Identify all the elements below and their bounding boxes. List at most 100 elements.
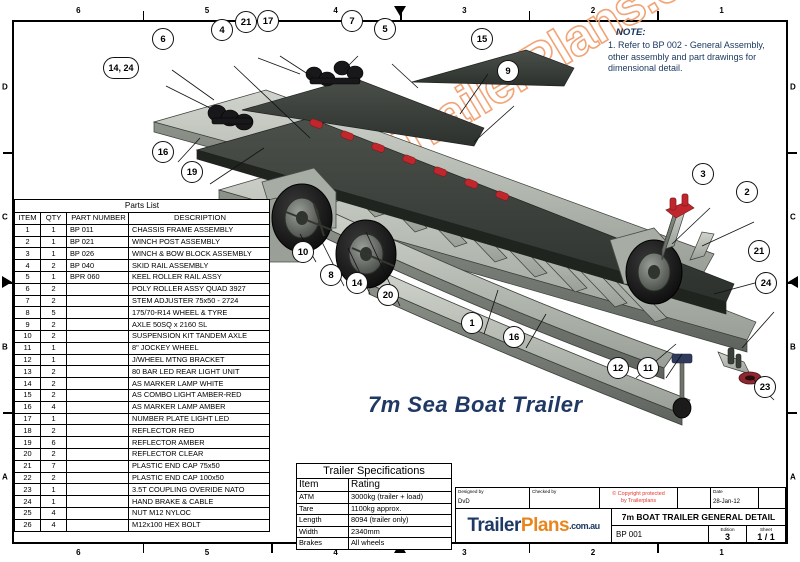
zone-label-left: D — [2, 82, 8, 92]
parts-cell-part — [66, 329, 129, 343]
parts-cell-item: 11 — [14, 341, 41, 355]
callout-bubble: 12 — [607, 357, 629, 379]
parts-col-part-number: PART NUMBER — [66, 212, 129, 225]
edition-value: 3 — [724, 532, 730, 542]
spec-cell-item: Width — [296, 525, 349, 538]
parts-cell-desc: J/WHEEL MTNG BRACKET — [128, 353, 270, 367]
page-title: 7m Sea Boat Trailer — [368, 392, 583, 417]
parts-cell-part: BP 040 — [66, 259, 129, 272]
parts-cell-item: 10 — [14, 329, 41, 343]
callout-bubble: 17 — [257, 10, 279, 32]
parts-cell-part — [66, 495, 129, 508]
parts-cell-part — [66, 506, 129, 520]
parts-cell-qty: 1 — [40, 483, 67, 497]
parts-cell-part: BPR 060 — [66, 270, 129, 284]
checked-by-cell: Checked by — [530, 488, 600, 508]
parts-cell-part — [66, 365, 129, 379]
parts-list-title: Parts List — [14, 199, 270, 213]
logo-trailer: Trailer — [467, 515, 521, 536]
parts-cell-part: BP 021 — [66, 235, 129, 249]
parts-cell-item: 12 — [14, 353, 41, 367]
parts-cell-part — [66, 294, 129, 308]
parts-col-description: DESCRIPTION — [128, 212, 270, 225]
parts-cell-desc: SKID RAIL ASSEMBLY — [128, 259, 270, 272]
zone-tick-top — [657, 11, 659, 20]
spec-cell-rating: 2340mm — [348, 525, 452, 538]
parts-cell-item: 4 — [14, 259, 41, 272]
parts-cell-qty: 1 — [40, 223, 67, 237]
parts-cell-item: 22 — [14, 471, 41, 485]
title-block: Designed by DvD Checked by © Copyright p… — [455, 487, 786, 543]
callout-bubble: 7 — [341, 10, 363, 32]
parts-cell-part — [66, 518, 129, 532]
note-block: NOTE: 1. Refer to BP 002 - General Assem… — [608, 27, 788, 75]
trailer-isometric-drawing — [152, 49, 775, 426]
parts-cell-desc: POLY ROLLER ASSY QUAD 3927 — [128, 282, 270, 296]
spec-cell-item: ATM — [296, 491, 349, 504]
zone-label-right: D — [790, 82, 796, 92]
callout-bubble: 2 — [736, 181, 758, 203]
parts-cell-qty: 6 — [40, 436, 67, 449]
parts-cell-desc: HAND BRAKE & CABLE — [128, 495, 270, 508]
zone-label-top: 4 — [333, 6, 338, 15]
parts-cell-part — [66, 447, 129, 461]
designed-by-cell: Designed by DvD — [456, 488, 530, 508]
parts-cell-item: 6 — [14, 282, 41, 296]
parts-cell-qty: 2 — [40, 294, 67, 308]
parts-cell-desc: NUT M12 NYLOC — [128, 506, 270, 520]
parts-cell-desc: REFLECTOR RED — [128, 424, 270, 438]
parts-cell-desc: REFLECTOR CLEAR — [128, 447, 270, 461]
parts-cell-part — [66, 400, 129, 414]
parts-cell-item: 2 — [14, 235, 41, 249]
parts-cell-item: 26 — [14, 518, 41, 532]
sheet-cell: Sheet 1 / 1 — [747, 526, 785, 543]
parts-cell-desc: REFLECTOR AMBER — [128, 436, 270, 449]
zone-tick-bottom — [142, 544, 145, 553]
copyright-line-1: © Copyright protected — [612, 491, 665, 497]
spec-cell-item: Length — [296, 514, 349, 527]
parts-cell-qty: 4 — [40, 518, 67, 532]
blank-cell-1 — [678, 488, 711, 508]
parts-cell-item: 18 — [14, 424, 41, 438]
parts-cell-part — [66, 341, 129, 355]
spec-col-item: Item — [296, 478, 349, 492]
checked-by-label: Checked by — [532, 489, 557, 494]
callout-bubble: 14 — [346, 272, 368, 294]
parts-list-header-row: ITEM QTY PART NUMBER DESCRIPTION — [14, 212, 270, 225]
sheet-label: Sheet — [759, 527, 772, 532]
callout-bubble: 20 — [377, 284, 399, 306]
parts-cell-item: 17 — [14, 412, 41, 426]
parts-cell-qty: 4 — [40, 506, 67, 520]
zone-label-right: C — [790, 212, 796, 222]
parts-cell-item: 9 — [14, 318, 41, 331]
zone-label-bottom: 2 — [590, 548, 596, 557]
parts-cell-item: 25 — [14, 506, 41, 520]
parts-cell-qty: 2 — [40, 447, 67, 461]
spec-cell-rating: 3000kg (trailer + load) — [348, 491, 452, 504]
parts-cell-qty: 1 — [40, 235, 67, 249]
parts-cell-desc: STEM ADJUSTER 75x50 - 2724 — [128, 294, 270, 308]
note-line-1: 1. Refer to BP 002 - General Assembly, — [608, 40, 765, 50]
parts-cell-item: 15 — [14, 388, 41, 402]
parts-cell-desc: 8" JOCKEY WHEEL — [128, 341, 270, 355]
callout-bubble: 1 — [461, 312, 483, 334]
callout-bubble: 23 — [754, 376, 776, 398]
